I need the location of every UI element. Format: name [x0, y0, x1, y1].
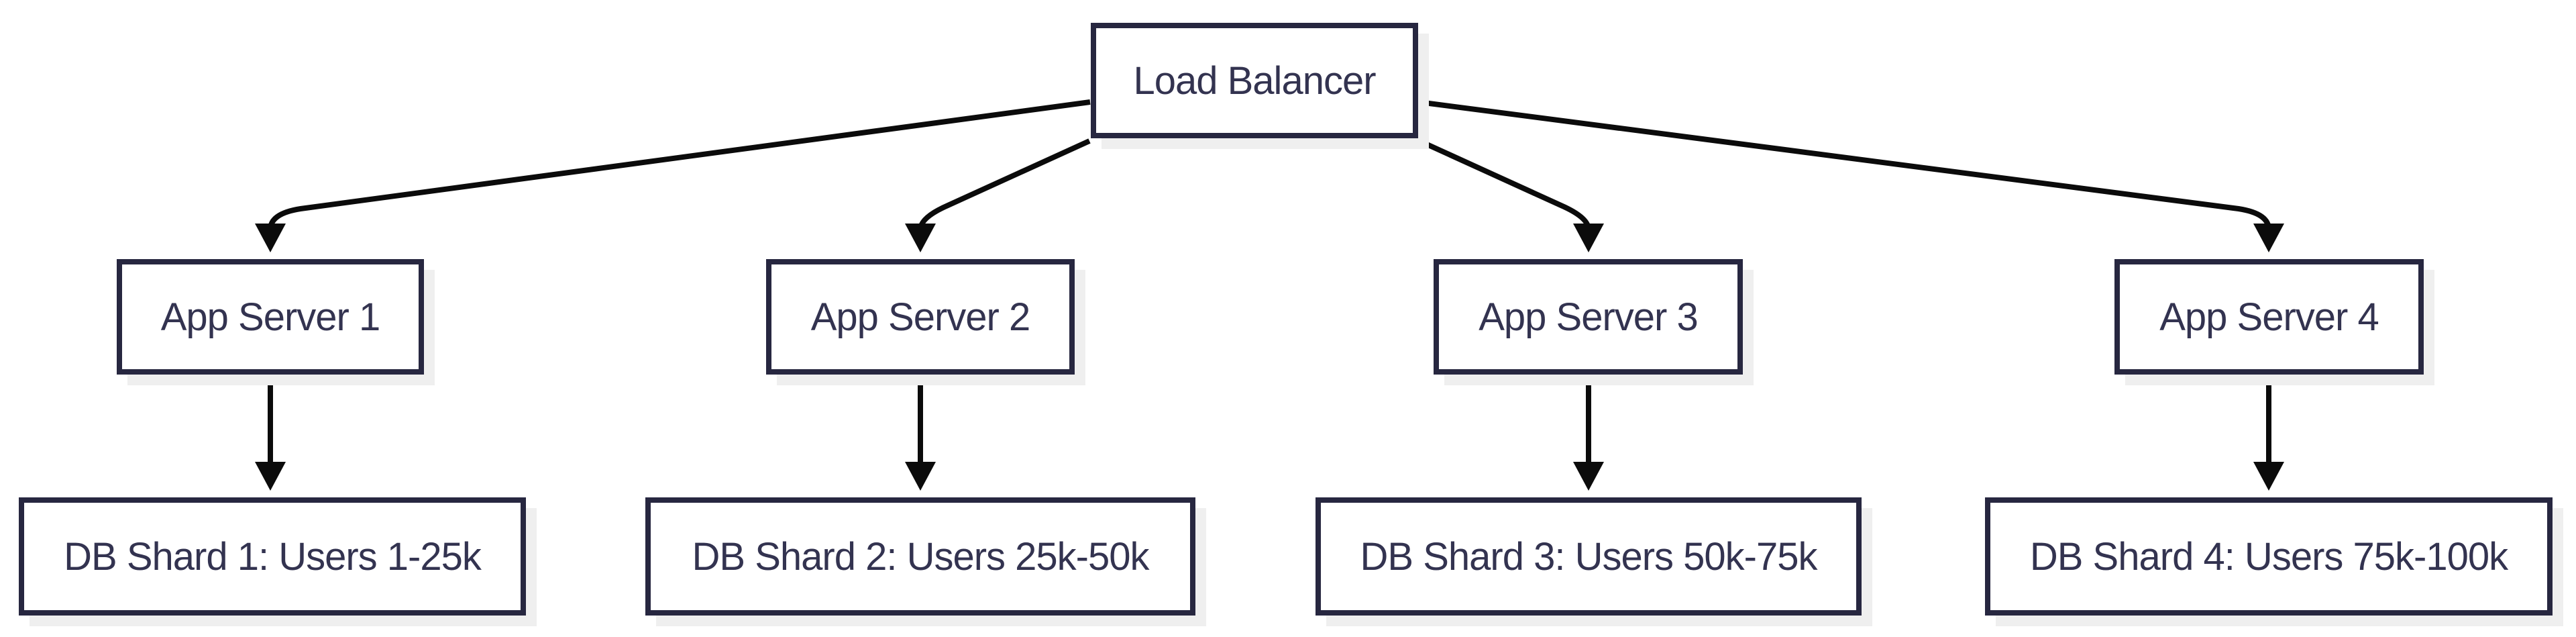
arrowhead-down-icon: [255, 224, 286, 252]
node-label: DB Shard 1: Users 1-25k: [64, 534, 482, 579]
node-label: App Server 4: [2159, 295, 2379, 339]
node-label: App Server 3: [1479, 295, 1699, 339]
edge-app-server-1-to-db-shard-1: [255, 375, 286, 491]
edge-load-balancer-to-app-server-3: [1418, 138, 1604, 252]
edge-app-server-4-to-db-shard-4: [2253, 375, 2284, 491]
arrowhead-down-icon: [905, 224, 936, 252]
edge-line: [1418, 138, 1591, 230]
edge-line: [918, 138, 1091, 230]
node-db-shard-2: DB Shard 2: Users 25k-50k: [645, 497, 1195, 616]
node-label: DB Shard 3: Users 50k-75k: [1360, 534, 1818, 579]
edge-load-balancer-to-app-server-2: [905, 138, 1091, 252]
arrowhead-down-icon: [2253, 224, 2284, 252]
edge-load-balancer-to-app-server-1: [255, 99, 1091, 252]
node-app-server-2: App Server 2: [766, 259, 1075, 375]
node-app-server-4: App Server 4: [2114, 259, 2424, 375]
node-label: DB Shard 2: Users 25k-50k: [692, 534, 1150, 579]
node-db-shard-3: DB Shard 3: Users 50k-75k: [1316, 497, 1862, 616]
arrowhead-down-icon: [1573, 462, 1604, 491]
edge-line: [268, 99, 1091, 230]
edge-app-server-3-to-db-shard-3: [1573, 375, 1604, 491]
arrowhead-down-icon: [1573, 224, 1604, 252]
node-label: App Server 1: [160, 295, 381, 339]
node-db-shard-4: DB Shard 4: Users 75k-100k: [1985, 497, 2553, 616]
edge-app-server-2-to-db-shard-2: [905, 375, 936, 491]
node-db-shard-1: DB Shard 1: Users 1-25k: [19, 497, 526, 616]
node-label: DB Shard 4: Users 75k-100k: [2029, 534, 2508, 579]
arrowhead-down-icon: [2253, 462, 2284, 491]
arrowhead-down-icon: [255, 462, 286, 491]
node-app-server-1: App Server 1: [117, 259, 424, 375]
edge-line: [1418, 99, 2271, 230]
node-label: Load Balancer: [1133, 58, 1376, 103]
node-load-balancer: Load Balancer: [1091, 23, 1418, 138]
node-app-server-3: App Server 3: [1434, 259, 1743, 375]
edge-load-balancer-to-app-server-4: [1418, 99, 2284, 252]
node-label: App Server 2: [810, 295, 1031, 339]
arrowhead-down-icon: [905, 462, 936, 491]
